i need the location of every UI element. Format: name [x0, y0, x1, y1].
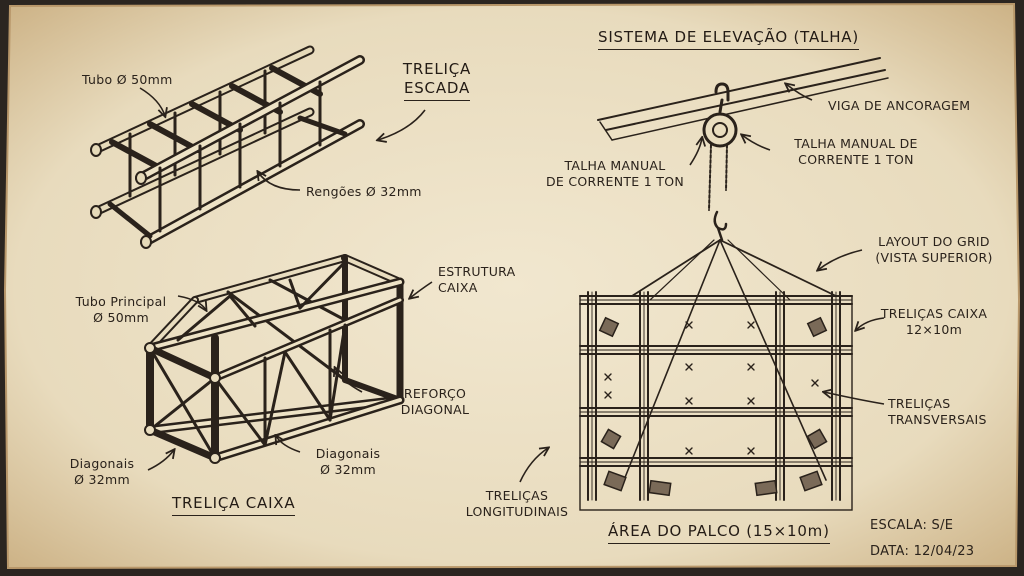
box-main-tube-line2: Ø 50mm	[93, 310, 149, 325]
box-main-tube-line1: Tubo Principal	[75, 294, 167, 309]
scale-label: ESCALA: S/E	[870, 518, 954, 533]
box-reinforce-line2: DIAGONAL	[400, 402, 470, 417]
hoist-right-label: TALHA MANUAL DE CORRENTE 1 TON	[776, 136, 936, 168]
box-diag-left-line2: Ø 32mm	[74, 472, 130, 487]
box-structure-line1: ESTRUTURA	[438, 264, 516, 279]
ladder-arrows	[139, 87, 426, 191]
box-truss-drawing	[144, 254, 405, 464]
grid-layout-line1: LAYOUT DO GRID	[878, 234, 990, 249]
lifting-title: SISTEMA DE ELEVAÇÃO (TALHA)	[598, 28, 859, 50]
hoist-left-line1: TALHA MANUAL	[564, 158, 666, 173]
ladder-rung-label: Rengões Ø 32mm	[306, 184, 422, 199]
box-main-tube-label: Tubo Principal Ø 50mm	[62, 294, 180, 326]
box-truss-title: TRELIÇA CAIXA	[172, 494, 296, 516]
hoist-right-line2: CORRENTE 1 TON	[798, 152, 914, 167]
box-structure-line2: CAIXA	[438, 280, 478, 295]
grid-long-line1: TRELIÇAS	[485, 488, 549, 503]
date-label: DATA: 12/04/23	[870, 544, 975, 559]
grid-layout-label: LAYOUT DO GRID (VISTA SUPERIOR)	[864, 234, 1004, 266]
grid-box-label: TRELIÇAS CAIXA 12×10m	[872, 306, 996, 338]
box-reinforce-label: REFORÇO DIAGONAL	[390, 386, 480, 418]
grid-layout-line2: (VISTA SUPERIOR)	[875, 250, 993, 265]
ladder-title-line2: ESCADA	[403, 79, 471, 101]
box-structure-label: ESTRUTURA CAIXA	[438, 264, 516, 296]
lifting-arrows	[689, 84, 813, 166]
anchor-beam-drawing	[597, 57, 889, 141]
grid-trans-line2: TRANSVERSAIS	[888, 412, 987, 427]
box-diag-right-line2: Ø 32mm	[320, 462, 376, 477]
grid-long-line2: LONGITUDINAIS	[465, 504, 569, 519]
grid-trans-line1: TRELIÇAS	[888, 396, 951, 411]
box-reinforce-line1: REFORÇO	[403, 386, 467, 401]
box-diag-right-line1: Diagonais	[315, 446, 381, 461]
hoist-right-line1: TALHA MANUAL DE	[794, 136, 918, 151]
box-truss-arrows	[147, 281, 433, 471]
hoist-left-line2: DE CORRENTE 1 TON	[545, 174, 685, 189]
grid-box-line1: TRELIÇAS CAIXA	[880, 306, 988, 321]
grid-layout-drawing	[579, 291, 853, 511]
ladder-title: TRELIÇA ESCADA	[392, 60, 482, 101]
ladder-truss-drawing	[90, 45, 365, 249]
grid-arrows	[519, 249, 885, 483]
anchor-beam-label: VIGA DE ANCORAGEM	[828, 98, 971, 113]
box-diag-left-label: Diagonais Ø 32mm	[56, 456, 148, 488]
box-diag-left-line1: Diagonais	[69, 456, 135, 471]
paper-background	[3, 2, 1021, 570]
grid-box-line2: 12×10m	[905, 322, 963, 337]
stage-area-label: ÁREA DO PALCO (15×10m)	[608, 522, 830, 544]
grid-long-label: TRELIÇAS LONGITUDINAIS	[462, 488, 572, 520]
hoist-left-label: TALHA MANUAL DE CORRENTE 1 TON	[540, 158, 690, 190]
box-diag-right-label: Diagonais Ø 32mm	[302, 446, 394, 478]
ladder-title-line1: TRELIÇA	[402, 60, 472, 78]
ladder-tube-label: Tubo Ø 50mm	[82, 72, 173, 87]
grid-trans-label: TRELIÇAS TRANSVERSAIS	[888, 396, 987, 428]
